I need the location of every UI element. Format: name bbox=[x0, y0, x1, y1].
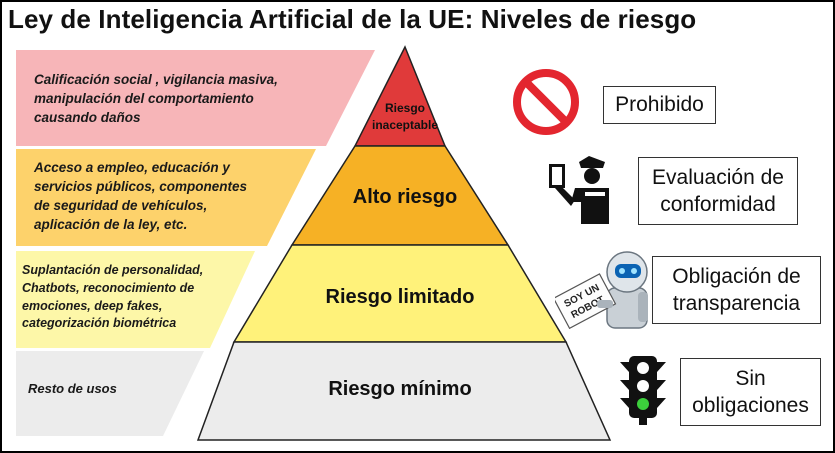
example-line: Suplantación de personalidad, bbox=[22, 263, 204, 277]
example-line: de seguridad de vehículos, bbox=[34, 198, 208, 214]
outcome-line: Evaluación de bbox=[652, 165, 784, 189]
example-line: Chatbots, reconocimiento de bbox=[22, 280, 195, 295]
band-unacceptable bbox=[16, 50, 375, 146]
outcome-box-prohibited: Prohibido bbox=[603, 86, 716, 124]
outcome-box-conformity: Evaluación de conformidad bbox=[638, 157, 798, 225]
tier-minimal bbox=[196, 341, 612, 441]
outcome-line: conformidad bbox=[660, 193, 776, 216]
inspector-icon bbox=[549, 156, 609, 224]
page-title: Ley de Inteligencia Artificial de la UE:… bbox=[8, 4, 697, 34]
outcome-line: Sin bbox=[735, 366, 766, 390]
outcome-line: transparencia bbox=[672, 292, 801, 315]
example-line: emociones, deep fakes, bbox=[22, 298, 163, 313]
band-limited bbox=[16, 251, 255, 348]
example-line: servicios públicos, componentes bbox=[34, 179, 248, 195]
robot-icon: SOY UN ROBOT bbox=[555, 251, 648, 330]
band-minimal bbox=[16, 351, 204, 436]
outcome-label: Prohibido bbox=[615, 93, 704, 117]
example-line: aplicación de la ley, etc. bbox=[34, 217, 188, 233]
outcome-line: Obligación de bbox=[672, 264, 801, 288]
tier-label-unacceptable: Riesgo inaceptable bbox=[371, 101, 439, 133]
example-line: causando daños bbox=[34, 110, 141, 126]
example-line: manipulación del comportamiento bbox=[34, 91, 254, 107]
example-line: categorización biométrica bbox=[22, 316, 177, 331]
outcome-box-none: Sin obligaciones bbox=[680, 358, 821, 426]
prohibited-icon bbox=[513, 69, 579, 135]
examples-high: Acceso a empleo, educación y servicios p… bbox=[34, 158, 247, 235]
tier-label-minimal: Riesgo mínimo bbox=[328, 378, 472, 400]
example-line: Calificación social , vigilancia masiva, bbox=[34, 72, 278, 87]
example-line: Resto de usos bbox=[28, 381, 117, 396]
examples-unacceptable: Calificación social , vigilancia masiva,… bbox=[34, 70, 278, 127]
examples-limited: Suplantación de personalidad, Chatbots, … bbox=[22, 262, 203, 333]
outcome-box-transparency: Obligación de transparencia bbox=[652, 256, 821, 324]
examples-minimal: Resto de usos bbox=[28, 380, 117, 398]
outcome-line: obligaciones bbox=[692, 394, 809, 417]
tier-label-high: Alto riesgo bbox=[352, 186, 458, 208]
example-line: Acceso a empleo, educación y bbox=[34, 160, 230, 175]
traffic-light-icon bbox=[620, 356, 666, 425]
band-high bbox=[16, 149, 316, 246]
tier-label-limited: Riesgo limitado bbox=[325, 286, 475, 308]
